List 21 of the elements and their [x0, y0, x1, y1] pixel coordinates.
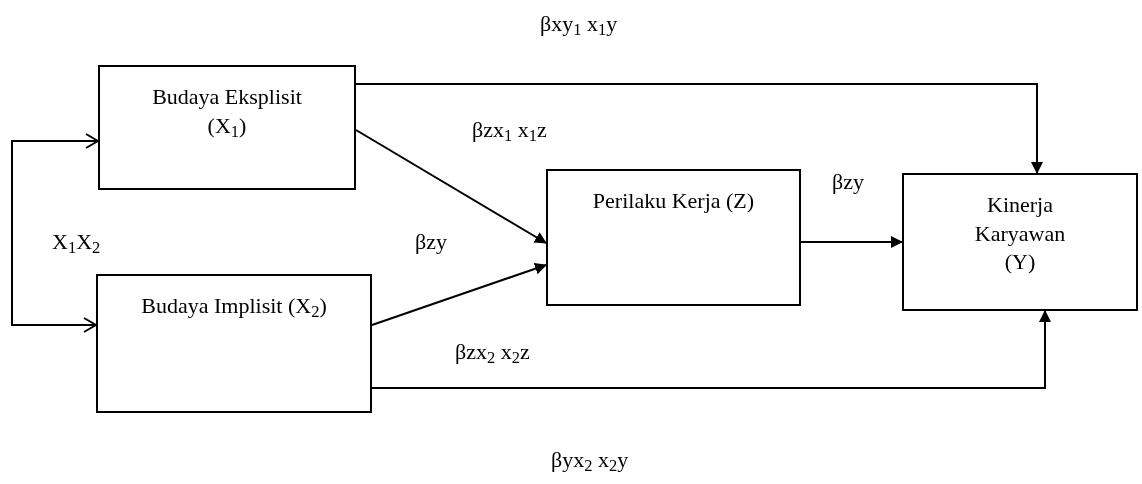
- coefficient-label: βzx$_{2}$ x$_{2}$z: [455, 338, 530, 367]
- process-box: [98, 65, 356, 190]
- coefficient-label: X$_{1}$X$_{2}$: [52, 228, 101, 257]
- arrow: [11, 133, 99, 333]
- arrow: [355, 83, 1043, 174]
- coefficient-label: βzy: [832, 168, 864, 196]
- process-box: [96, 274, 372, 413]
- arrow: [371, 310, 1051, 389]
- coefficient-label: βyx$_{2}$ x$_{2}$y: [551, 446, 629, 475]
- arrow: [800, 236, 903, 248]
- box-label: Perilaku Kerja (Z): [591, 187, 756, 215]
- box-label: Budaya Implisit (X$_{2}$): [140, 292, 328, 321]
- box-label: Kinerja Karyawan (Y): [973, 191, 1067, 277]
- arrow: [355, 129, 547, 244]
- process-box: [546, 169, 801, 306]
- arrow: [371, 262, 547, 326]
- coefficient-label: βzx$_{1}$ x$_{1}$z: [472, 116, 547, 145]
- process-box: [902, 173, 1138, 311]
- coefficient-label: βzy: [415, 228, 447, 256]
- box-label: Budaya Eksplisit (X$_{1}$): [151, 83, 303, 141]
- coefficient-label: βxy$_{1}$ x$_{1}$y: [540, 10, 618, 39]
